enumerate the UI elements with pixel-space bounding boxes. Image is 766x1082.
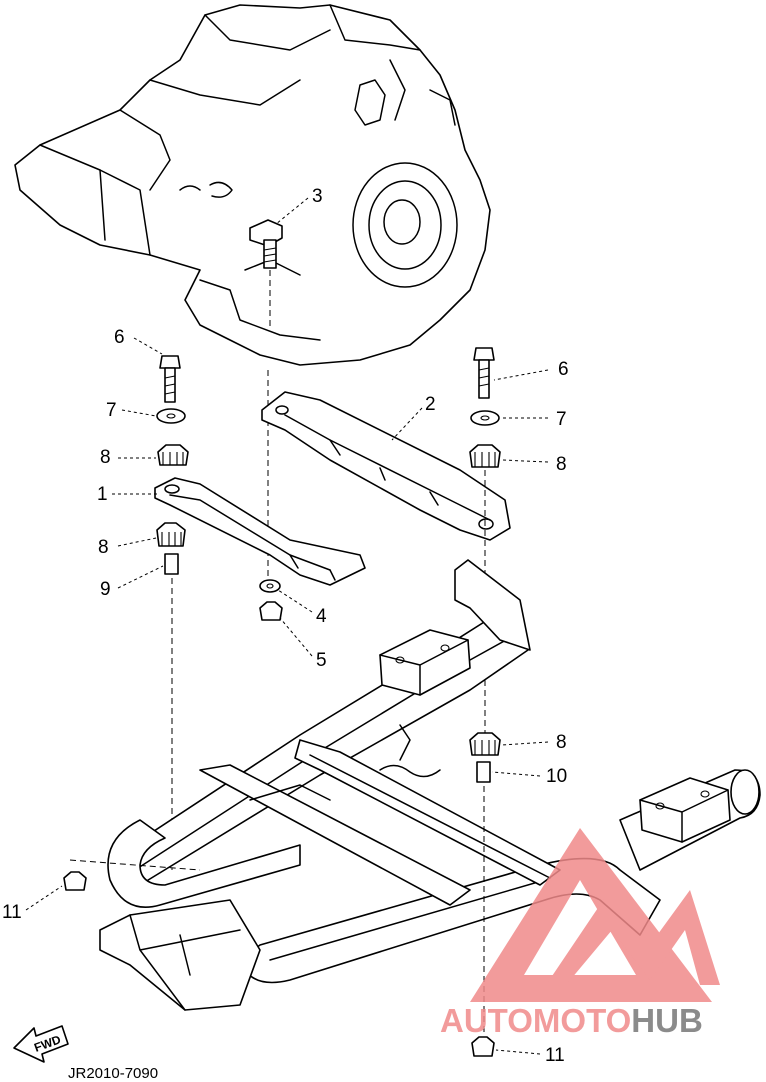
callout-8-upper-left: 8 [100, 447, 111, 468]
watermark-text: AUTOMOTOHUB [440, 1002, 703, 1039]
callout-10: 10 [546, 766, 567, 787]
callout-6-right: 6 [558, 359, 569, 380]
callout-8-lower-right: 8 [556, 732, 567, 753]
damper-part-8-lower-left [156, 522, 186, 547]
watermark-logo: AUTOMOTOHUB [440, 828, 720, 1039]
washer-part-4 [259, 579, 281, 593]
callout-8-upper-right: 8 [556, 454, 567, 475]
callout-4: 4 [316, 606, 327, 627]
fwd-arrow-icon: FWD [13, 1025, 69, 1063]
washer-part-7-right [470, 410, 500, 426]
damper-part-8-lower-right [469, 732, 501, 756]
callout-9: 9 [100, 579, 111, 600]
callout-labels: 1 2 3 4 5 6 6 7 7 8 8 8 8 9 10 11 11 [2, 186, 569, 1066]
nut-part-11-left [63, 871, 87, 891]
damper-part-8-upper-right [469, 444, 501, 468]
nut-part-5 [259, 601, 283, 621]
bolt-part-3 [249, 219, 283, 269]
collar-part-9 [164, 553, 179, 575]
engine-illustration [14, 4, 491, 366]
bracket-part-1 [154, 477, 366, 586]
nut-part-11-bottom [471, 1036, 495, 1057]
callout-11-bottom: 11 [545, 1045, 565, 1066]
callout-11-left: 11 [2, 902, 22, 923]
collar-part-10 [476, 761, 491, 783]
watermark-m-icon [546, 890, 720, 985]
callout-7-left: 7 [106, 400, 117, 421]
bolt-part-6-right [473, 347, 495, 399]
callout-5: 5 [316, 650, 327, 671]
watermark-text-moto: MOTO [533, 1002, 631, 1039]
callout-1: 1 [97, 484, 108, 505]
callout-3: 3 [312, 186, 323, 207]
watermark-text-hub: HUB [631, 1002, 703, 1039]
drawing-code: JR2010-7090 [68, 1065, 158, 1082]
bolt-part-6-left [159, 355, 181, 403]
callout-6-left: 6 [114, 327, 125, 348]
bracket-part-2 [261, 391, 511, 541]
washer-part-7-left [156, 408, 186, 424]
callout-8-lower-left: 8 [98, 537, 109, 558]
damper-part-8-upper-left [157, 444, 189, 466]
callout-2: 2 [425, 394, 436, 415]
watermark-text-auto: AUTO [440, 1002, 533, 1039]
callout-7-right: 7 [556, 409, 567, 430]
leader-lines [25, 197, 549, 1055]
